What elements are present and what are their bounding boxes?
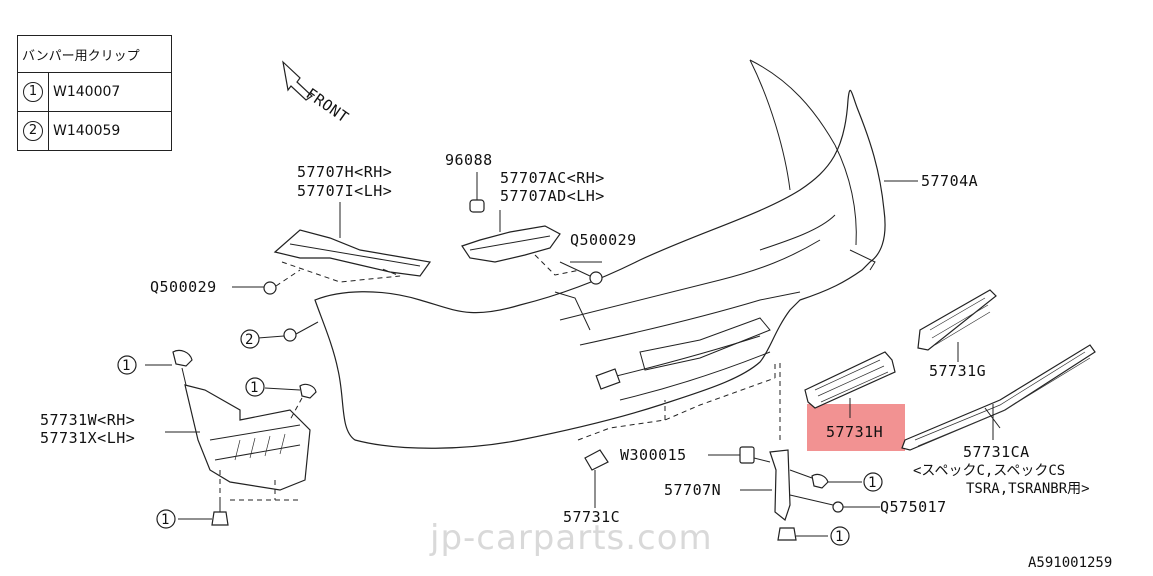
label-96088: 96088 bbox=[445, 151, 493, 169]
label-57731ca: 57731CA bbox=[963, 443, 1030, 461]
callout-circle-1 bbox=[245, 377, 265, 397]
callout-circle-1 bbox=[863, 472, 883, 492]
callout-1-text: 1 bbox=[250, 380, 258, 396]
label-57731h: 57731H bbox=[826, 423, 883, 441]
bumper-cover-57704a bbox=[314, 59, 886, 449]
label-spec-note-1: <スペックC,スペックCS bbox=[913, 463, 1065, 479]
clip-w140059 bbox=[257, 321, 319, 342]
callout-1-text: 1 bbox=[835, 529, 843, 545]
legend-header: バンパー用クリップ bbox=[17, 35, 172, 73]
callout-circle-1 bbox=[156, 509, 176, 529]
clip-legend-table: バンパー用クリップ 1 W140007 2 W140059 bbox=[17, 35, 172, 151]
callout-circle-1 bbox=[117, 355, 137, 375]
label-57707n: 57707N bbox=[664, 481, 721, 499]
callout-1-text: 1 bbox=[122, 358, 130, 374]
front-label: FRONT bbox=[303, 85, 352, 127]
pad-57731c bbox=[577, 360, 776, 508]
bracket-57707h bbox=[273, 202, 432, 283]
label-57707ac: 57707AC<RH> bbox=[500, 169, 605, 187]
bracket-57707ac bbox=[461, 172, 581, 276]
screw-q500029-left bbox=[232, 269, 301, 295]
label-57707ad: 57707AD<LH> bbox=[500, 187, 605, 205]
label-57731w: 57731W<RH> bbox=[40, 411, 135, 429]
grille-57731ca bbox=[901, 344, 1096, 451]
legend-key-1: 1 bbox=[23, 82, 43, 102]
label-w300015: W300015 bbox=[620, 446, 687, 464]
label-spec-note-2: TSRA,TSRANBR用> bbox=[966, 481, 1090, 497]
front-direction-arrow: FRONT bbox=[282, 60, 352, 127]
bushing-w300015 bbox=[739, 446, 755, 464]
legend-key-2: 2 bbox=[23, 121, 43, 141]
legend-row: 2 W140059 bbox=[17, 111, 172, 151]
undercover-57731w bbox=[145, 349, 317, 526]
label-57731c: 57731C bbox=[563, 508, 620, 526]
callout-1-text: 1 bbox=[161, 512, 169, 528]
stay-57707n bbox=[708, 360, 880, 541]
label-57704a: 57704A bbox=[921, 172, 978, 190]
nut-96088 bbox=[469, 199, 485, 213]
label-q500029-right: Q500029 bbox=[570, 231, 637, 249]
callout-circle-1 bbox=[830, 526, 850, 546]
screw-q500029-right bbox=[559, 261, 603, 285]
legend-header-row: バンパー用クリップ bbox=[17, 35, 172, 73]
label-q500029-left: Q500029 bbox=[150, 278, 217, 296]
grille-57731h bbox=[804, 351, 896, 418]
grille-57731g bbox=[917, 289, 997, 362]
highlight-box-57731h bbox=[807, 404, 905, 451]
label-57707h: 57707H<RH> bbox=[297, 163, 392, 181]
legend-row: 1 W140007 bbox=[17, 72, 172, 112]
label-57731g: 57731G bbox=[929, 362, 986, 380]
label-57707i: 57707I<LH> bbox=[297, 182, 392, 200]
callout-circle-2 bbox=[240, 329, 260, 349]
legend-part-w140059: W140059 bbox=[48, 111, 172, 151]
label-57731x: 57731X<LH> bbox=[40, 429, 135, 447]
callout-1-text: 1 bbox=[868, 475, 876, 491]
watermark: jp-carparts.com bbox=[430, 518, 713, 558]
label-q575017: Q575017 bbox=[880, 498, 947, 516]
drawing-number: A591001259 bbox=[1028, 555, 1113, 571]
callout-2-text: 2 bbox=[245, 332, 253, 348]
